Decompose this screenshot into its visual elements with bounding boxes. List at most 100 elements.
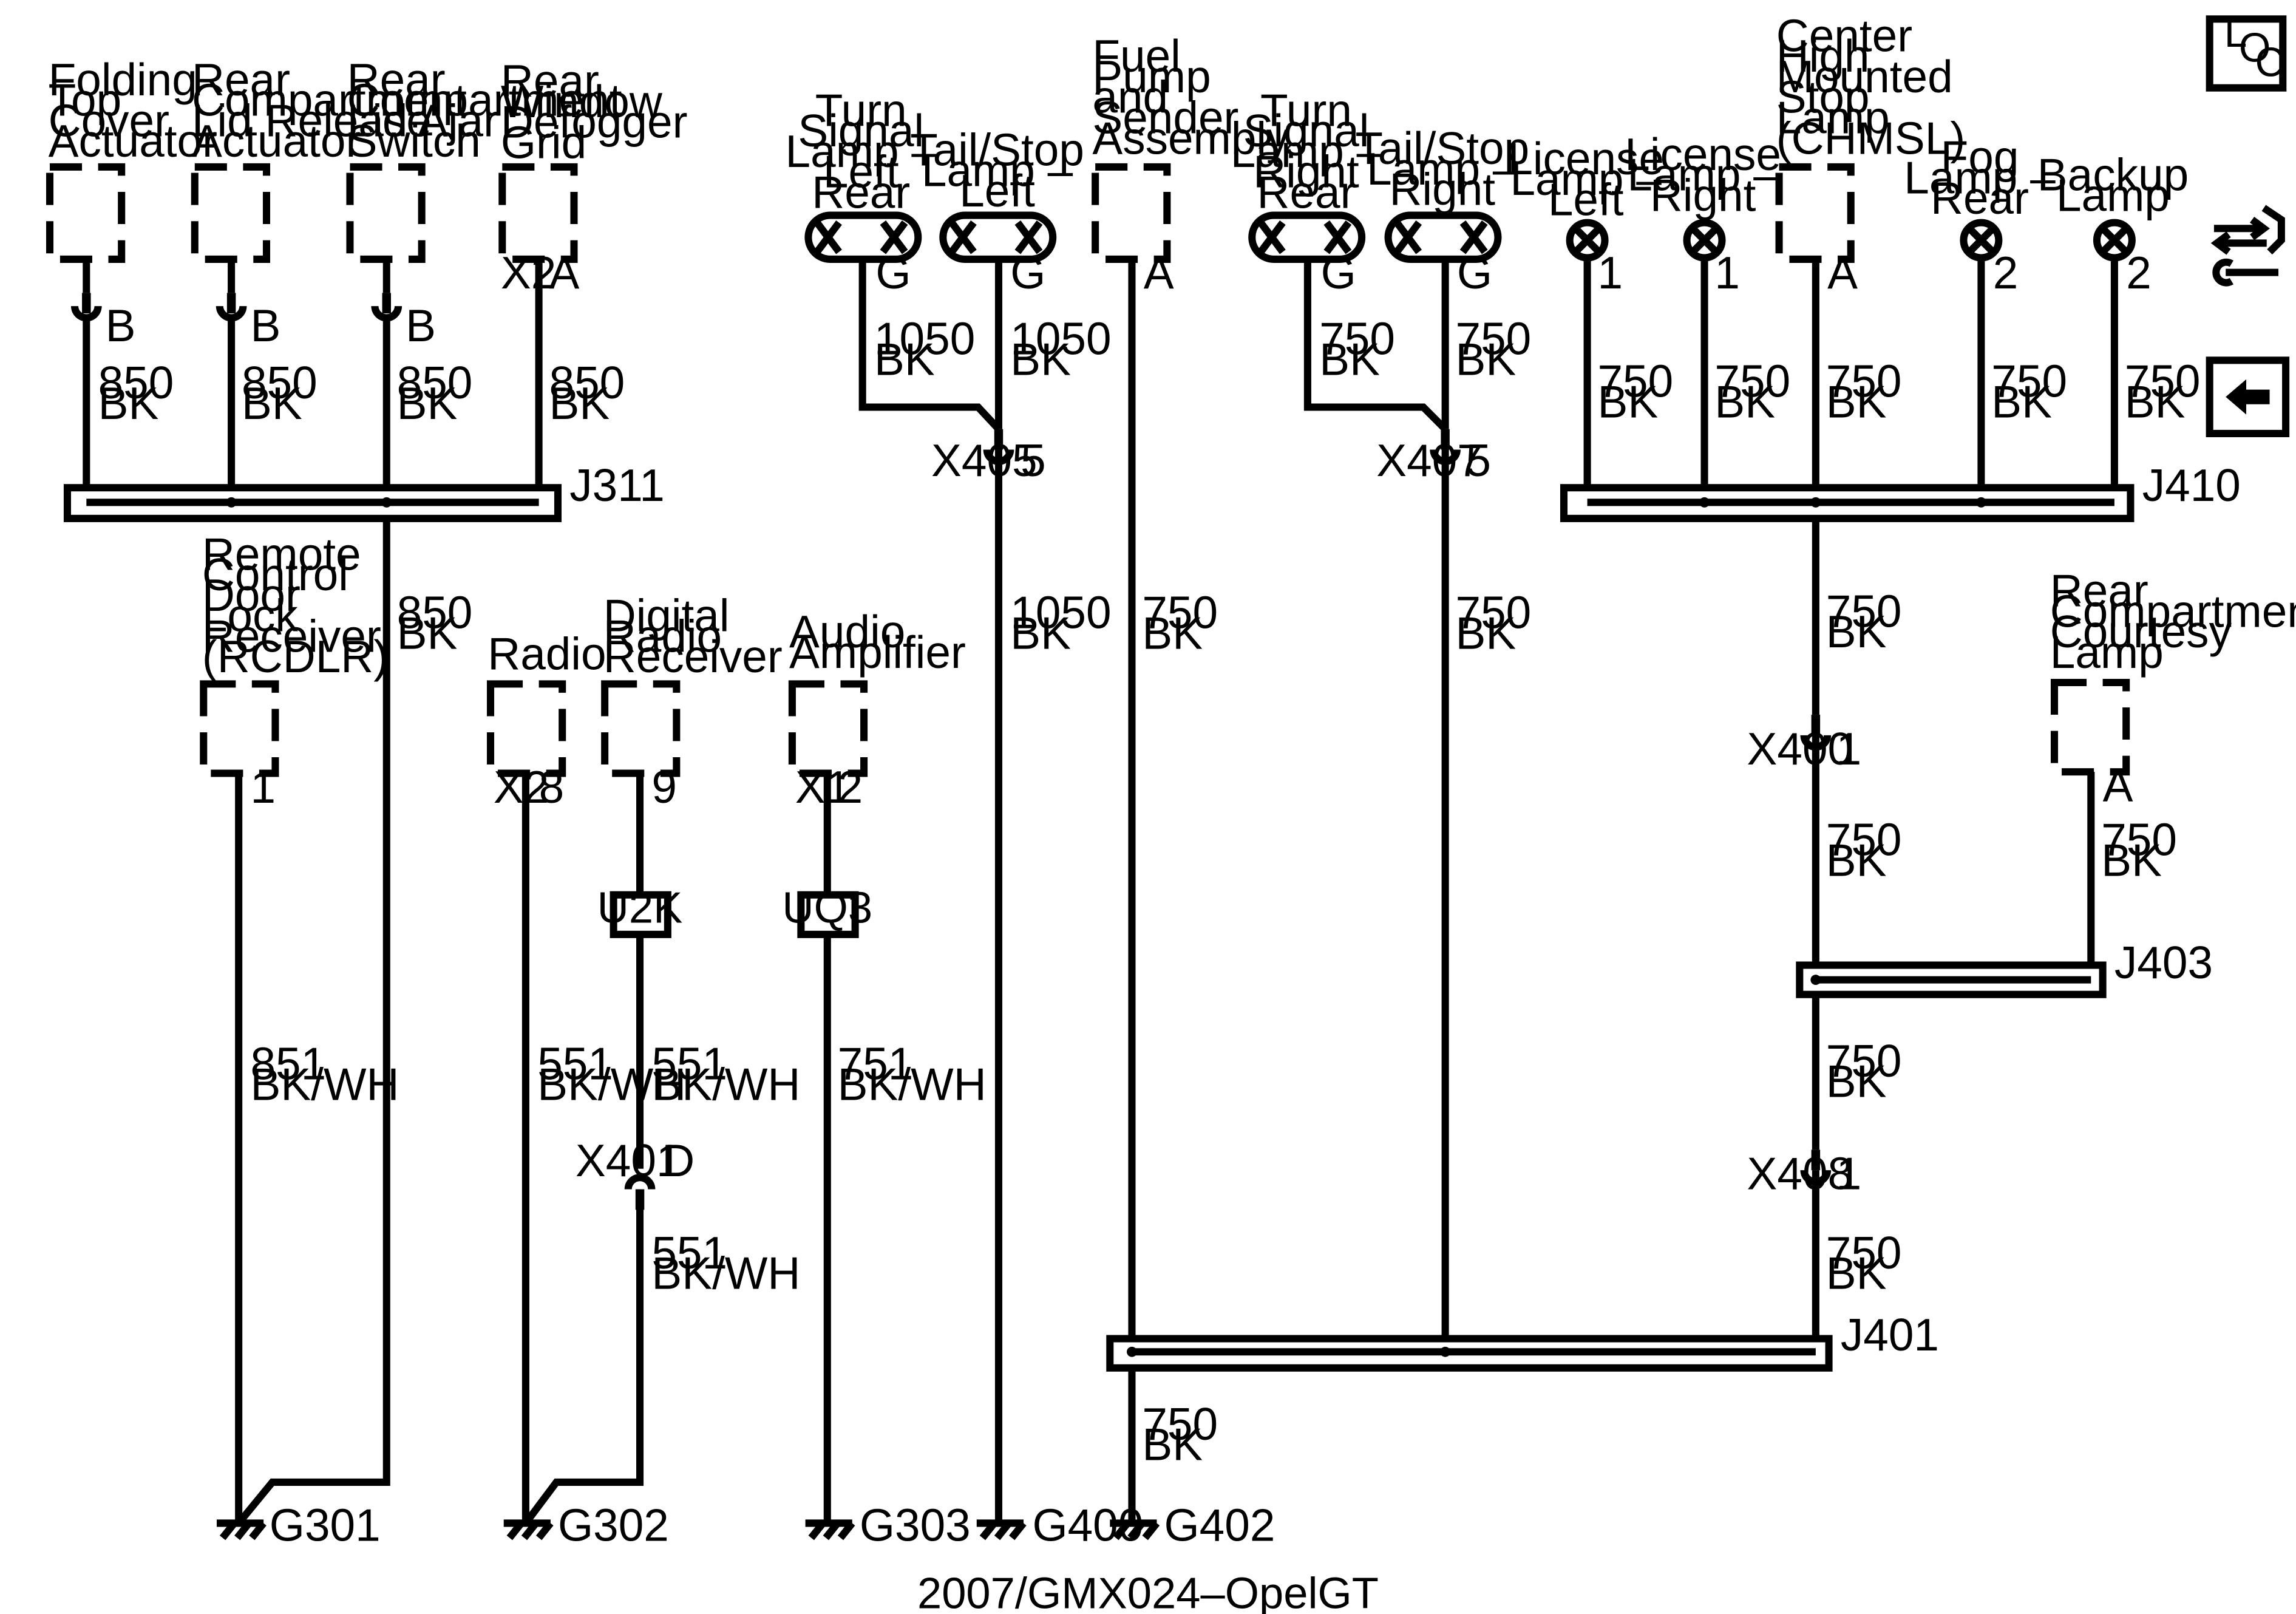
svg-text:Defogger: Defogger (501, 97, 688, 148)
svg-text:750: 750 (1991, 356, 2067, 407)
svg-text:BK: BK (1142, 1419, 1203, 1470)
rcdlr-box (200, 680, 279, 777)
svg-text:BK: BK (1991, 376, 2052, 427)
svg-text:BK: BK (1010, 608, 1071, 659)
svg-text:Lamp: Lamp (1776, 92, 1890, 143)
svg-text:750: 750 (1826, 1035, 1902, 1086)
svg-text:Pump: Pump (1092, 51, 1211, 102)
svg-text:Left: Left (823, 146, 899, 197)
wires (83, 257, 2118, 1526)
loc-button[interactable]: L O C (2206, 10, 2287, 92)
label-rear-lid-release: Rear Compartment Lid Release Actuator (192, 54, 467, 166)
svg-text:5: 5 (1466, 435, 1491, 486)
svg-text:X400: X400 (1747, 723, 1853, 774)
svg-text:750: 750 (1456, 587, 1532, 638)
label-folding-top: Folding Top Cover Actuator (49, 54, 217, 166)
svg-text:X401: X401 (576, 1135, 682, 1186)
svg-text:A: A (2103, 760, 2133, 811)
svg-text:Turn: Turn (1260, 84, 1352, 135)
svg-text:G402: G402 (1164, 1499, 1275, 1550)
svg-text:750: 750 (1826, 356, 1902, 407)
svg-text:BK: BK (1826, 834, 1887, 885)
svg-text:750: 750 (1714, 356, 1790, 407)
inline-connectors (70, 293, 1832, 1210)
svg-text:License: License (1625, 129, 1781, 180)
svg-text:BK/WH: BK/WH (537, 1058, 686, 1109)
svg-text:Compartment: Compartment (2050, 585, 2296, 636)
svg-text:Courtesy: Courtesy (2050, 606, 2232, 657)
svg-text:BK: BK (1456, 608, 1517, 659)
svg-text:X408: X408 (1747, 1148, 1853, 1199)
svg-text:(CHMSL): (CHMSL) (1776, 112, 1966, 163)
svg-text:Fuel: Fuel (1092, 30, 1180, 81)
svg-text:Radio: Radio (603, 610, 722, 661)
ground-g301: G301 (216, 1499, 381, 1550)
label-radio: Radio (487, 628, 606, 679)
svg-text:Lamp –: Lamp – (1627, 149, 1779, 200)
svg-text:Compartment: Compartment (192, 75, 467, 126)
svg-text:Rear: Rear (812, 167, 910, 218)
svg-text:750: 750 (1826, 1227, 1902, 1278)
svg-text:BK: BK (1010, 333, 1071, 384)
svg-text:BK: BK (1456, 333, 1517, 384)
label-turn-left: Turn Signal Lamp – Left Rear (786, 84, 937, 217)
label-rear-lid-ajar: Rear Compartment Lid Ajar Switch (347, 54, 622, 166)
svg-text:Tail/Stop: Tail/Stop (910, 124, 1084, 175)
rear-lid-ajar-box (346, 163, 426, 263)
svg-text:(RCDLR): (RCDLR) (202, 631, 389, 682)
svg-text:B: B (106, 300, 136, 351)
svg-text:Lid Ajar: Lid Ajar (347, 95, 498, 146)
svg-text:Remote: Remote (202, 528, 361, 579)
svg-text:Switch: Switch (347, 115, 481, 166)
turn-left-lamp-icon (804, 211, 922, 263)
svg-text:750: 750 (1319, 313, 1395, 364)
svg-text:Door: Door (202, 570, 301, 621)
svg-text:Assembly: Assembly (1092, 112, 1289, 163)
svg-text:J410: J410 (2142, 460, 2241, 511)
svg-text:Lamp: Lamp (2056, 169, 2170, 220)
svg-text:J401: J401 (1841, 1309, 1939, 1360)
svg-text:B: B (250, 300, 280, 351)
radio-box (486, 680, 566, 777)
svg-text:750: 750 (1456, 313, 1532, 364)
svg-text:BK/WH: BK/WH (651, 1058, 800, 1109)
svg-text:8: 8 (539, 761, 565, 812)
svg-text:BK: BK (1714, 376, 1775, 427)
svg-text:Signal: Signal (798, 105, 924, 156)
svg-text:Rear: Rear (347, 54, 446, 105)
svg-text:BK/WH: BK/WH (250, 1058, 399, 1109)
rear-defogger-box (498, 163, 578, 263)
svg-text:Top: Top (49, 75, 122, 126)
svg-text:Actuator: Actuator (192, 115, 361, 166)
connector-wrench-icon[interactable] (2210, 205, 2285, 287)
svg-text:551: 551 (651, 1227, 727, 1278)
label-courtesy: Rear Compartment Courtesy Lamp (2050, 565, 2296, 678)
svg-text:Window: Window (501, 76, 663, 127)
svg-text:G303: G303 (860, 1499, 971, 1550)
svg-text:Mounted: Mounted (1776, 51, 1953, 102)
back-arrow-button[interactable] (2206, 356, 2290, 437)
svg-text:BK: BK (874, 333, 935, 384)
connector-labels: X405 X407 X400 X401 X408 (576, 435, 1853, 1199)
splice-j410: J410 (1560, 460, 2241, 522)
fuel-pump-box (1092, 163, 1171, 263)
label-chmsl: Center High Mounted Stop Lamp (CHMSL) (1776, 10, 1966, 163)
svg-text:Audio: Audio (789, 606, 905, 657)
svg-text:750: 750 (2125, 356, 2201, 407)
svg-text:BK: BK (1826, 376, 1887, 427)
label-fuel-pump: Fuel Pump and Sender Assembly (1092, 30, 1289, 163)
svg-text:Center: Center (1776, 10, 1912, 61)
splice-j401: J401 (1106, 1309, 1939, 1372)
svg-text:Lamp –: Lamp – (1904, 152, 2056, 203)
svg-text:Sender: Sender (1092, 92, 1238, 143)
svg-text:Right: Right (1390, 164, 1496, 215)
svg-text:BK: BK (242, 378, 302, 429)
label-tail-left: Tail/Stop Lamp – Left (910, 124, 1084, 217)
svg-text:Folding: Folding (49, 54, 197, 105)
label-rear-defogger: Rear Window Defogger Grid (501, 55, 688, 168)
svg-text:Digital: Digital (603, 590, 730, 641)
svg-text:G: G (875, 247, 911, 298)
ground-g402: G402 (1110, 1499, 1275, 1550)
svg-text:1: 1 (1597, 247, 1623, 298)
svg-text:Signal: Signal (1243, 105, 1370, 156)
